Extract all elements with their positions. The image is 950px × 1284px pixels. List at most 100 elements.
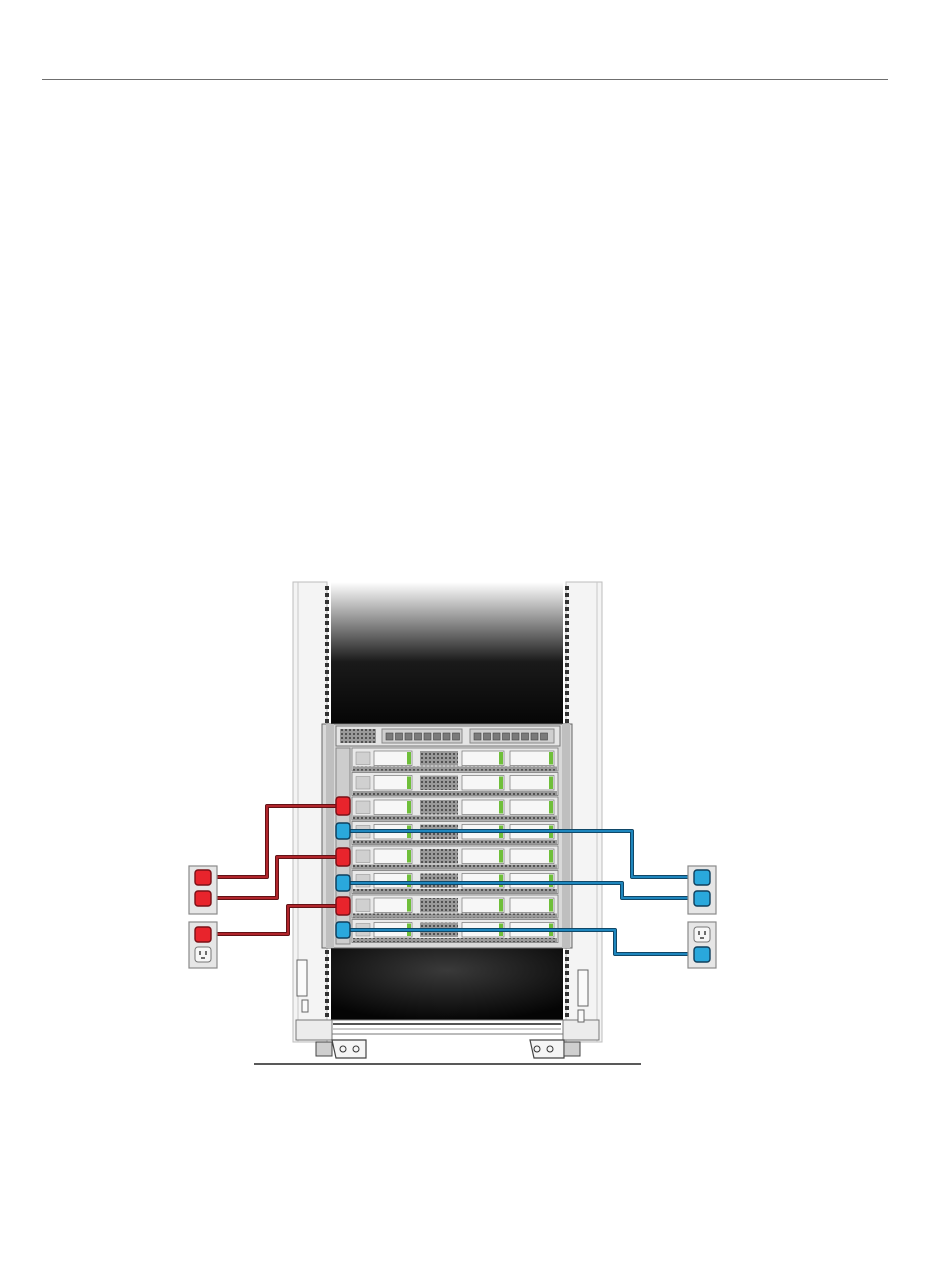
rail-hole (565, 677, 569, 681)
network-port (484, 733, 491, 740)
network-port (386, 733, 393, 740)
rail-hole (565, 663, 569, 667)
rail-hole (565, 635, 569, 639)
rail-hole (565, 719, 569, 723)
drive-led (499, 899, 503, 912)
network-port (522, 733, 529, 740)
rail-hole (325, 698, 329, 702)
network-port (453, 733, 460, 740)
front-vent (420, 800, 458, 815)
rail-hole (565, 971, 569, 975)
drive-led (549, 875, 553, 888)
drive-led (549, 850, 553, 863)
rail-hole (325, 957, 329, 961)
rail-hole (565, 964, 569, 968)
rail-hole (565, 978, 569, 982)
drive-bay (374, 751, 412, 766)
rack-interior-upper (331, 582, 563, 727)
rail-hole (325, 670, 329, 674)
rail-hole (325, 677, 329, 681)
rail-hole (565, 607, 569, 611)
drive-bay (374, 800, 412, 815)
drive-bay (374, 874, 412, 889)
rack-interior-lower (331, 948, 563, 1022)
network-port (493, 733, 500, 740)
drive-led (499, 752, 503, 765)
drive-led (499, 875, 503, 888)
drive-bay (374, 776, 412, 791)
rail-hole (325, 684, 329, 688)
drive-led (407, 875, 411, 888)
drive-led (499, 850, 503, 863)
rail-hole (565, 656, 569, 660)
drive-led (407, 752, 411, 765)
rail-hole (325, 691, 329, 695)
drive-bay (510, 776, 554, 791)
server-unit (352, 748, 558, 771)
plug-blue (694, 891, 710, 906)
rail-hole (565, 705, 569, 709)
rail-hole (565, 621, 569, 625)
rail-hole (325, 656, 329, 660)
server-unit (352, 846, 558, 869)
rail-hole (325, 999, 329, 1003)
rail-hole (565, 999, 569, 1003)
rail-hole (325, 642, 329, 646)
rail-hole (565, 642, 569, 646)
drive-bay (462, 776, 504, 791)
drive-bay (510, 874, 554, 889)
network-port (541, 733, 548, 740)
network-port (396, 733, 403, 740)
drive-bay (462, 874, 504, 889)
rail-hole (565, 698, 569, 702)
rail-hole (325, 649, 329, 653)
psu-plug-red (336, 797, 350, 915)
drive-bay (510, 849, 554, 864)
drive-bay (462, 800, 504, 815)
drive-bay (510, 751, 554, 766)
drive-led (549, 777, 553, 790)
server-unit (352, 797, 558, 820)
rail-hole (325, 586, 329, 590)
drive-bay (374, 849, 412, 864)
drive-led (549, 801, 553, 814)
rail-hole (325, 705, 329, 709)
plug-red (195, 870, 211, 885)
rail-hole (565, 684, 569, 688)
front-vent (420, 849, 458, 864)
rail-hole (325, 621, 329, 625)
rail-hole (325, 663, 329, 667)
rail-hole (325, 950, 329, 954)
drive-led (549, 899, 553, 912)
rail-hole (565, 593, 569, 597)
rail-hole (325, 1006, 329, 1010)
network-port (405, 733, 412, 740)
rail-hole (565, 957, 569, 961)
rail-hole (565, 1013, 569, 1017)
network-port (443, 733, 450, 740)
rail-hole (565, 670, 569, 674)
network-port (415, 733, 422, 740)
front-vent (420, 898, 458, 913)
drive-bay (462, 751, 504, 766)
server-chassis (322, 724, 572, 948)
rail-hole (325, 1013, 329, 1017)
power-outlets-left (189, 866, 217, 968)
drive-led (407, 899, 411, 912)
front-vent (420, 776, 458, 791)
rail-hole (325, 607, 329, 611)
rack-foot-left (332, 1040, 366, 1058)
rail-hole (325, 719, 329, 723)
network-port (474, 733, 481, 740)
drive-bay (462, 898, 504, 913)
rail-hole (325, 971, 329, 975)
plug-blue (694, 870, 710, 885)
empty-receptacle (195, 947, 211, 962)
drive-led (407, 777, 411, 790)
drive-led (407, 801, 411, 814)
rail-hole (565, 600, 569, 604)
power-outlets-right (688, 866, 716, 968)
rail-hole (325, 628, 329, 632)
rail-hole (565, 614, 569, 618)
rail-hole (565, 628, 569, 632)
